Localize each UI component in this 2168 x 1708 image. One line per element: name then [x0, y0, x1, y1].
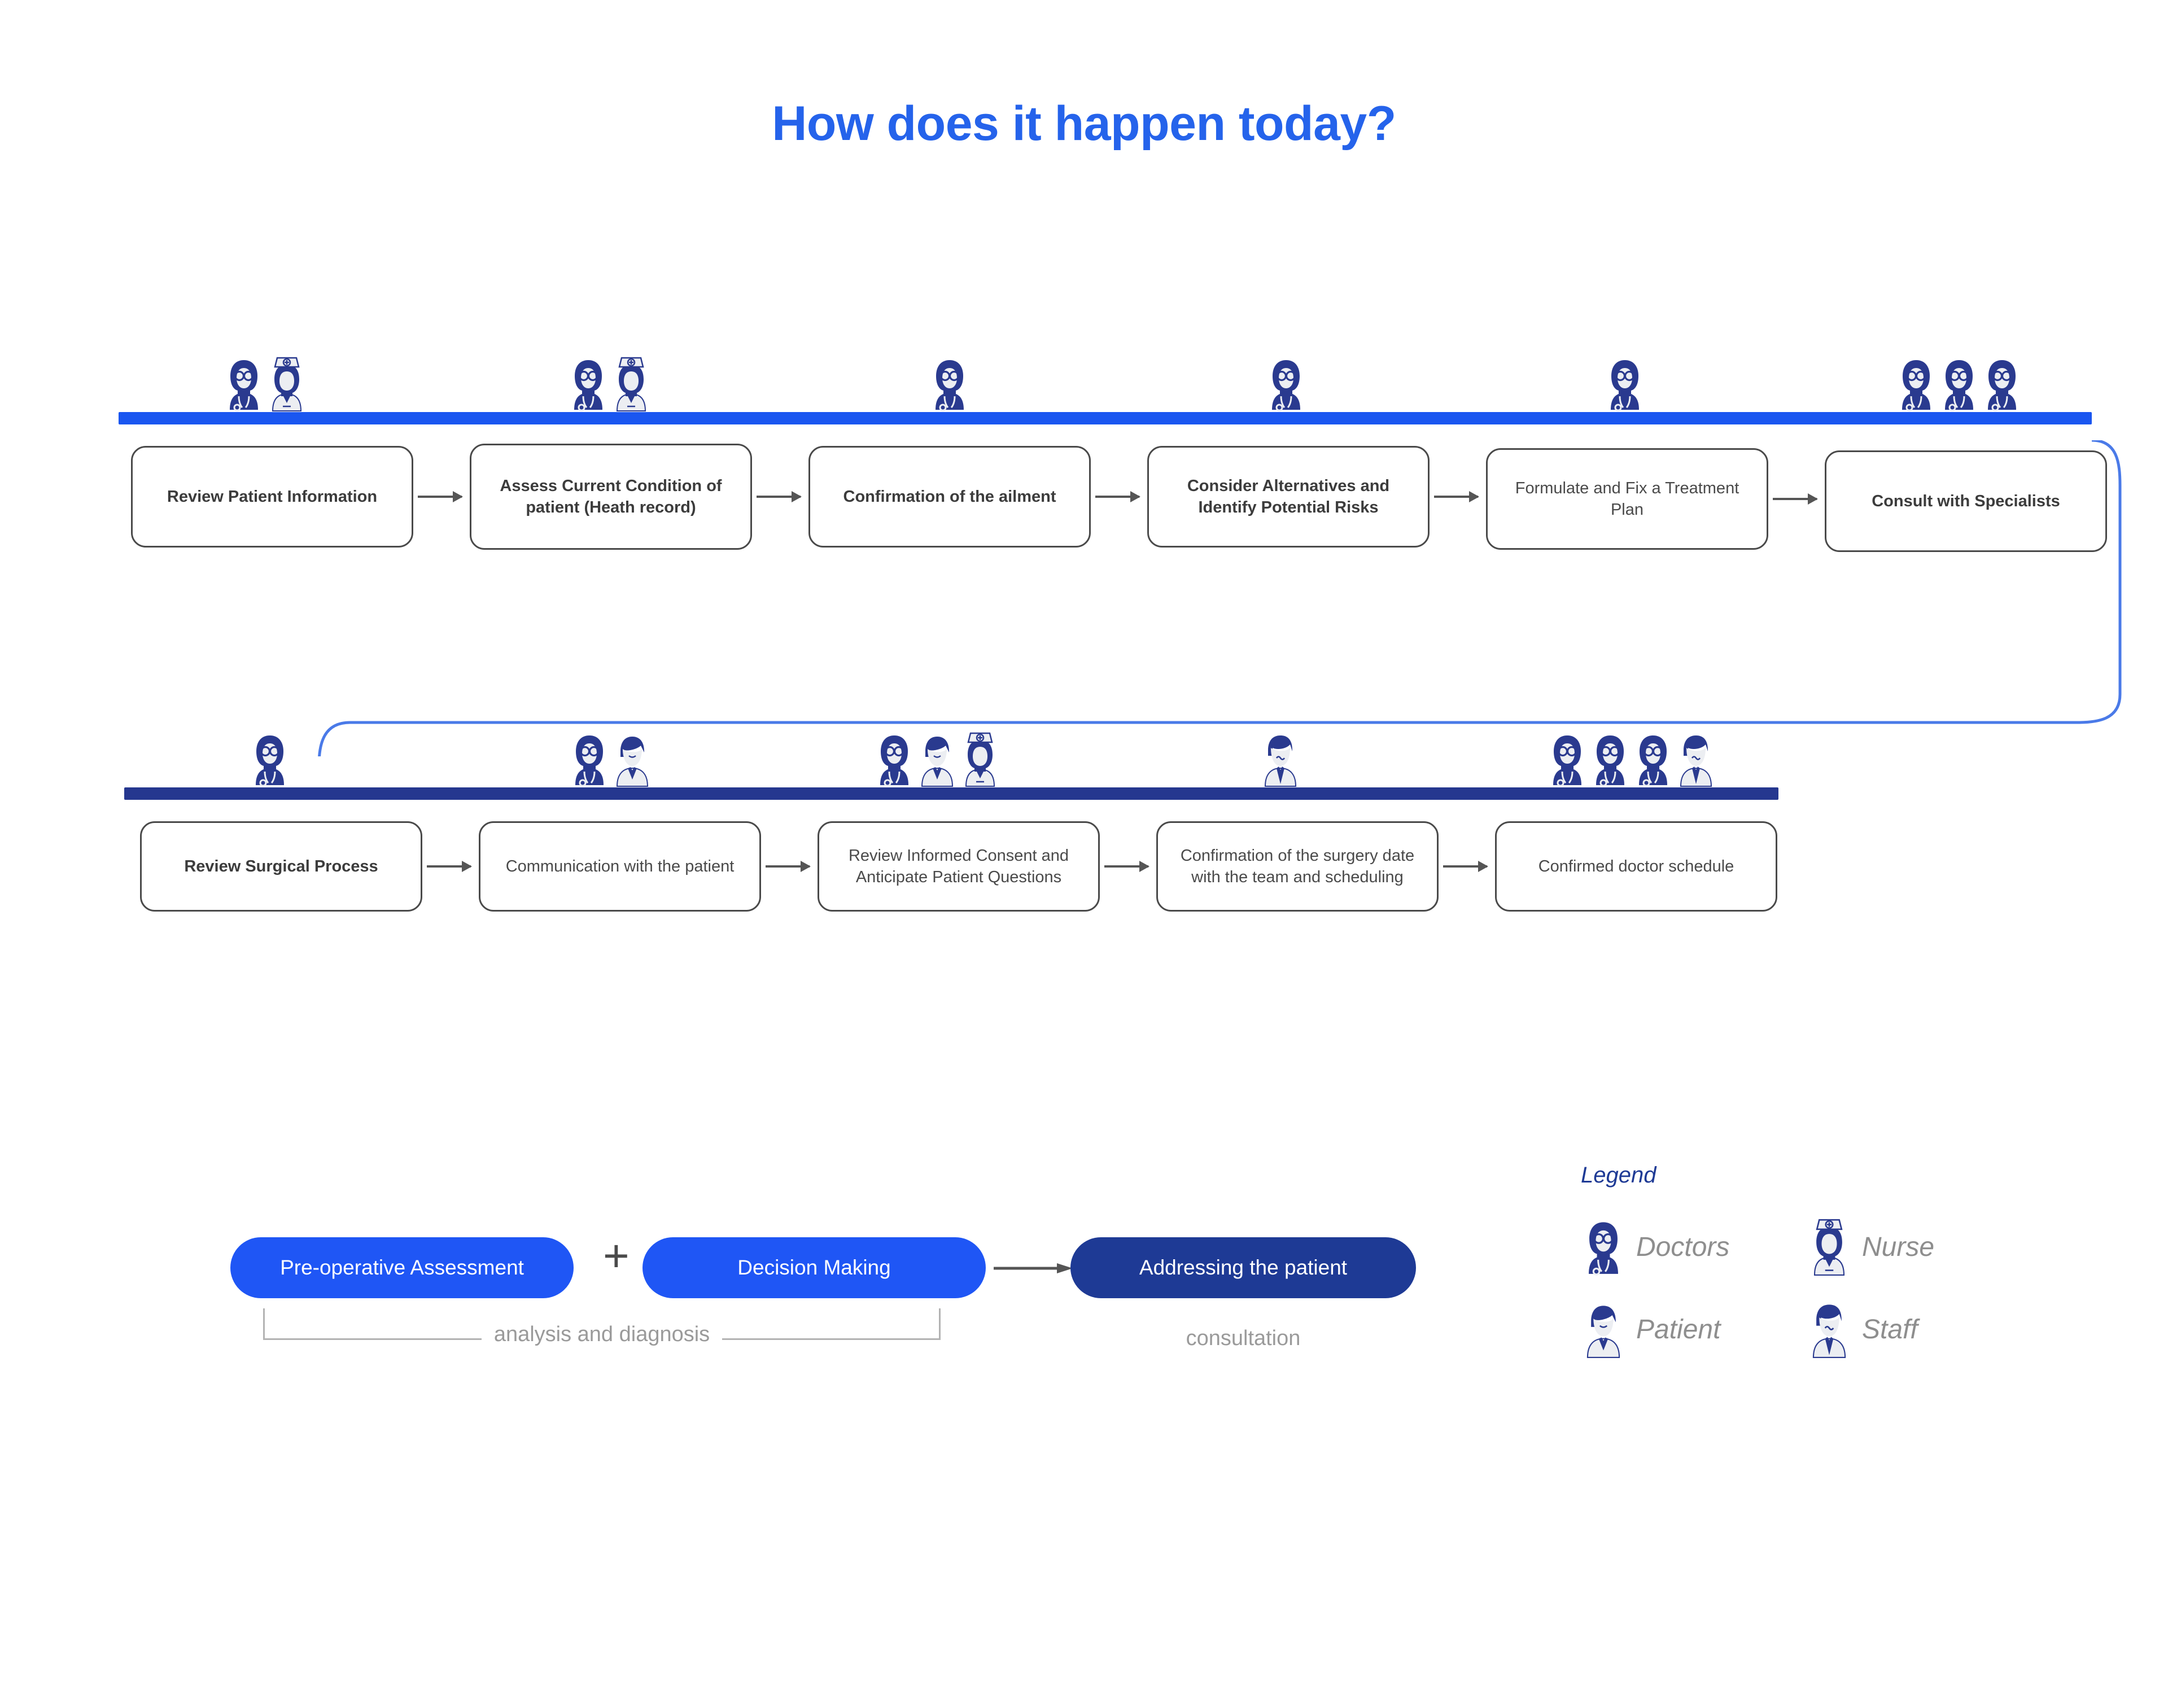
- step-box-label: Confirmation of the surgery date with th…: [1180, 846, 1415, 886]
- step-box-label: Consult with Specialists: [1872, 492, 2060, 510]
- doctor-icon: [1553, 735, 1581, 787]
- step-box-label: Consider Alternatives and Identify Poten…: [1187, 476, 1390, 516]
- nurse-icon: [272, 357, 302, 411]
- step-box[interactable]: Confirmation of the surgery date with th…: [1156, 821, 1439, 912]
- summary-section: Pre-operative Assessment Decision Making…: [0, 1214, 2168, 1496]
- step-arrow-icon: [757, 491, 802, 502]
- actor-group: [223, 356, 308, 412]
- page-title: How does it happen today?: [772, 97, 1396, 151]
- step-box-label: Communication with the patient: [505, 857, 735, 875]
- step-box[interactable]: Review Surgical Process: [140, 821, 422, 912]
- legend-item-label: Staff: [1862, 1314, 1918, 1344]
- step-box-label: Review Patient Information: [167, 487, 378, 506]
- actor-group: [567, 356, 652, 412]
- step-box[interactable]: Communication with the patient: [479, 821, 761, 912]
- step-box[interactable]: Confirmed doctor schedule: [1495, 821, 1777, 912]
- actor-group: [1546, 731, 1717, 787]
- actor-group: [1895, 356, 2023, 412]
- actor-group: [1260, 731, 1301, 787]
- step-box-label: Confirmation of the ailment: [843, 487, 1056, 506]
- analysis-bracket-label: analysis and diagnosis: [481, 1322, 723, 1346]
- step-arrow-icon: [427, 861, 472, 872]
- doctor-icon: [230, 360, 258, 411]
- legend-grid: Doctors Nurse Patient: [1581, 1218, 1976, 1359]
- actor-group: [873, 731, 1001, 787]
- actor-group: [569, 731, 653, 787]
- nurse-icon: [616, 357, 646, 411]
- analysis-bracket-label-wrap: analysis and diagnosis: [263, 1322, 941, 1347]
- patient-icon: [616, 737, 649, 787]
- doctor-icon: [1639, 735, 1667, 787]
- legend-title: Legend: [1581, 1163, 1656, 1188]
- step-arrow-icon: [1443, 861, 1488, 872]
- plus-sign: +: [603, 1230, 630, 1281]
- doctor-icon: [575, 735, 604, 787]
- step-box[interactable]: Confirmation of the ailment: [808, 446, 1091, 548]
- legend-item-doctor: Doctors: [1581, 1218, 1807, 1276]
- legend-item-patient: Patient: [1581, 1300, 1807, 1359]
- legend-item-label: Nurse: [1862, 1232, 1935, 1262]
- step-box[interactable]: Assess Current Condition of patient (Hea…: [470, 444, 752, 550]
- doctor-icon: [1611, 360, 1639, 411]
- nurse-icon: [1813, 1219, 1845, 1276]
- step-box-label: Confirmed doctor schedule: [1538, 857, 1734, 875]
- doctor-icon: [1945, 360, 1973, 411]
- timeline-bar-row-1: [119, 412, 2092, 424]
- step-box[interactable]: Consider Alternatives and Identify Poten…: [1147, 446, 1430, 548]
- step-box[interactable]: Formulate and Fix a Treatment Plan: [1486, 448, 1768, 550]
- doctor-icon: [1589, 1222, 1618, 1276]
- arrow-to-addressing-patient-icon: [994, 1263, 1073, 1273]
- actor-group: [929, 356, 971, 412]
- step-box-label: Formulate and Fix a Treatment Plan: [1515, 479, 1739, 519]
- legend-item-nurse: Nurse: [1807, 1218, 2032, 1276]
- staff-icon: [1264, 735, 1297, 787]
- step-box[interactable]: Review Informed Consent and Anticipate P…: [818, 821, 1100, 912]
- actor-group: [249, 731, 291, 787]
- patient-icon: [921, 737, 954, 787]
- step-box-label: Assess Current Condition of patient (Hea…: [500, 476, 722, 516]
- doctor-icon: [1272, 360, 1300, 411]
- timeline-bar-row-2: [124, 787, 1778, 800]
- pill-addressing-the-patient[interactable]: Addressing the patient: [1070, 1237, 1416, 1298]
- step-box-label: Review Surgical Process: [184, 857, 378, 875]
- doctor-icon: [574, 360, 602, 411]
- actor-group: [1265, 356, 1307, 412]
- step-box[interactable]: Consult with Specialists: [1825, 450, 2107, 552]
- step-box[interactable]: Review Patient Information: [131, 446, 413, 548]
- pill-decision-making[interactable]: Decision Making: [642, 1237, 986, 1298]
- staff-icon: [1812, 1304, 1846, 1358]
- step-arrow-icon: [1773, 493, 1818, 505]
- step-box-label: Review Informed Consent and Anticipate P…: [848, 846, 1069, 886]
- legend-item-staff: Staff: [1807, 1300, 2032, 1359]
- step-arrow-icon: [1434, 491, 1479, 502]
- doctor-icon: [936, 360, 964, 411]
- doctor-icon: [1902, 360, 1930, 411]
- doctor-icon: [1596, 735, 1624, 787]
- consultation-caption: consultation: [1186, 1326, 1301, 1350]
- step-arrow-icon: [1104, 861, 1149, 872]
- nurse-icon: [965, 732, 995, 787]
- step-arrow-icon: [1095, 491, 1140, 502]
- legend-item-label: Patient: [1636, 1314, 1721, 1344]
- actor-group: [1604, 356, 1646, 412]
- doctor-icon: [256, 735, 284, 787]
- legend-item-label: Doctors: [1636, 1232, 1730, 1262]
- patient-icon: [1586, 1306, 1620, 1358]
- step-arrow-icon: [418, 491, 463, 502]
- legend: Legend Doctors: [1581, 1163, 1976, 1359]
- step-arrow-icon: [766, 861, 811, 872]
- pill-pre-operative-assessment[interactable]: Pre-operative Assessment: [230, 1237, 574, 1298]
- doctor-icon: [880, 735, 908, 787]
- doctor-icon: [1988, 360, 2016, 411]
- staff-icon: [1680, 735, 1712, 787]
